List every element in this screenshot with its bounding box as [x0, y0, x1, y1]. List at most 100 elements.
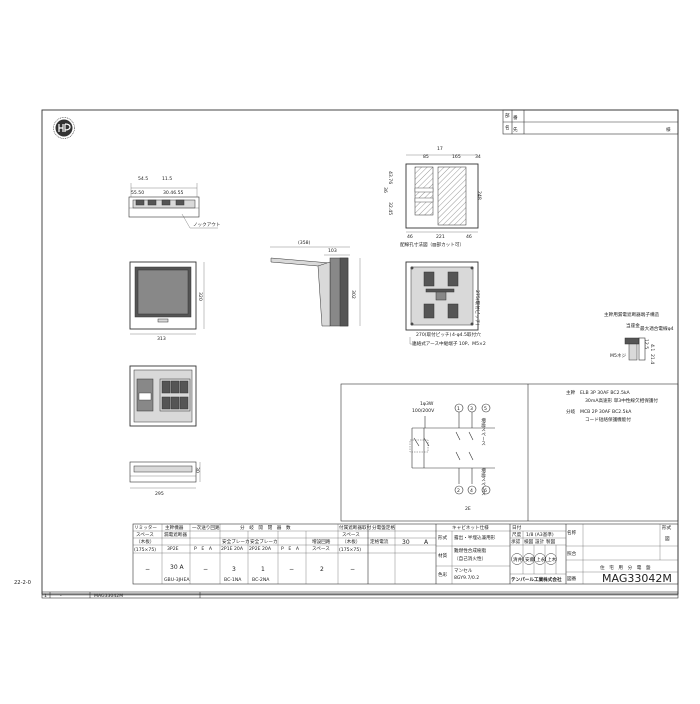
ko-dim-46b: 46 — [466, 234, 472, 240]
th-limiter-sub: スペース — [136, 532, 154, 538]
val-main: 30 A — [170, 564, 185, 571]
circuit-voltage: 100/200V — [412, 408, 435, 414]
th-main-code: 3P2E — [167, 546, 179, 552]
spec-text: 主幹 ELB 3P 30AF BC2.5kA 30mA高速形 単3中性線欠相保護… — [566, 389, 658, 423]
th-rated-sub: 定格電流 — [370, 538, 389, 545]
company-name: テンパール工業株式会社 — [511, 576, 562, 583]
val-b3: − — [289, 566, 294, 573]
val-light: − — [203, 566, 208, 573]
terminal-screw: M5ネジ — [610, 353, 626, 359]
th-b2-code: 2P2E 20A — [249, 546, 272, 552]
val-b2-code: BC-2NA — [252, 577, 270, 583]
bottom-strip-code: MAG33042M — [94, 593, 123, 599]
side-view: (358) 103 302 — [270, 240, 361, 327]
ko-dim-46a: 46 — [407, 234, 413, 240]
cab-type-value: 露出・半埋込兼用形 — [454, 534, 496, 541]
th-limiter: リミッター — [134, 524, 157, 531]
th-b4: 増設回路 — [312, 538, 331, 545]
seal-3: 上永 — [536, 556, 546, 563]
cab-type-label: 形式 — [438, 534, 448, 541]
bottom-width: 295 — [155, 491, 164, 497]
seal-1-icon — [511, 553, 523, 565]
node-4: 4 — [470, 488, 473, 494]
form-label-2: 図 — [665, 536, 670, 542]
date-label: 日付 — [512, 524, 522, 531]
top-dim-304655: 30.46.55 — [163, 190, 184, 196]
svg-text:様: 様 — [666, 126, 671, 133]
seal-1: 清井 — [513, 556, 523, 563]
th-add: 付属遮断器取付 — [339, 524, 372, 531]
val-b4: 2 — [320, 566, 324, 573]
mount-view: 275(取付ピッチ) 270(取付ピッチ) 4-φ4.5取付穴 連絡式アース中継… — [405, 261, 486, 347]
front-width: 313 — [157, 336, 166, 342]
seal-2: 安藤 — [525, 556, 535, 563]
check-inspect: 検図 — [524, 538, 534, 545]
internal-view — [129, 365, 197, 427]
seal-4-icon — [545, 553, 557, 565]
th-b3: P E A — [281, 546, 300, 552]
th-add-sub2: （木板） — [342, 538, 360, 545]
th-add-sub: スペース — [342, 532, 360, 538]
mount-pitch-h: 270(取付ピッチ) — [416, 331, 452, 338]
mount-pitch-v: 275(取付ピッチ) — [474, 290, 481, 326]
spec-table: リミッター スペース （木板） (175×75) 主幹機器 漏電遮断器 3P2E… — [132, 523, 679, 585]
spec-branch-line2: コード短絡保護機能付 — [585, 416, 631, 423]
th-lightning: 一次送り回路 — [192, 524, 220, 531]
name-label: 名称 — [567, 529, 577, 536]
spec-branch-line1: MCB 2P 30AF BC2.5kA — [580, 409, 632, 415]
spec-main-line1: ELB 3P 30AF BC2.5kA — [580, 390, 631, 396]
th-main: 主幹機器 — [165, 524, 184, 531]
th-branch: 分 岐 開 閉 器 数 — [240, 524, 291, 531]
cab-mat-value2: （自己消火性） — [454, 555, 486, 562]
terminal-detail: 主幹用漏電遮断器端子構造 当座金 最大適合電線φ4 M5ネジ 12.5 4.1 … — [604, 311, 674, 364]
ko-dim-34: 34 — [475, 154, 481, 160]
th-limiter-sub2: （木板） — [136, 538, 154, 545]
svg-text:先: 先 — [513, 126, 518, 133]
figno-label: 図番 — [567, 575, 577, 582]
form-label: 形式 — [662, 524, 672, 531]
node-5: 5 — [484, 406, 487, 412]
check-draft: 製図 — [546, 538, 556, 545]
top-dim-5550: 55.50 — [131, 190, 144, 196]
circuit-source: 1φ3W — [420, 401, 434, 407]
ko-dim-36: 36 — [382, 187, 388, 193]
tempearl-logo — [53, 117, 75, 139]
name-value: 住 宅 用 分 電 盤 — [600, 564, 651, 571]
rated-unit: A — [424, 539, 429, 546]
revision-header: 部 番 名 先 様 — [502, 109, 679, 135]
cab-color-value: マンセル — [454, 568, 473, 574]
terminal-washer: 当座金 — [626, 322, 640, 329]
th-rated: 分電盤定格 — [372, 524, 395, 531]
circuit-diagram: 1φ3W 100/200V 1 3 5 2 4 6 増設スペース 増設スペース … — [409, 401, 495, 512]
top-view: 54.5 11.5 55.50 30.46.55 ノックアウト — [128, 176, 220, 229]
bottom-strip — [41, 591, 679, 599]
th-add-size: (175×75) — [339, 547, 361, 553]
side-height: 302 — [350, 290, 356, 299]
rated-value: 30 — [402, 539, 410, 546]
val-limiter: − — [145, 566, 150, 573]
knockout-label: ノックアウト — [193, 221, 220, 228]
spec-main-label: 主幹 — [566, 389, 576, 396]
spec-box — [340, 383, 679, 522]
terminal-d1: 12.5 — [643, 339, 649, 349]
val-b2: 1 — [261, 566, 265, 573]
side-dim-358: (358) — [298, 240, 311, 246]
node-2: 2 — [457, 488, 460, 494]
val-b1-code: BC-1NA — [224, 577, 242, 583]
node-3: 3 — [470, 406, 473, 412]
add-space-1: 増設スペース — [481, 417, 486, 446]
svg-text:名: 名 — [505, 124, 510, 131]
ref-label: 照合 — [567, 550, 577, 557]
front-view: 320 313 — [129, 261, 205, 342]
ko-dim-17: 17 — [437, 146, 443, 152]
th-limiter-size: (175×75) — [134, 547, 156, 553]
ko-caption: 配線孔寸法図（▨部カット可） — [400, 241, 464, 248]
add-space-2: 増設スペース — [481, 467, 486, 496]
th-cabinet: キャビネット仕様 — [452, 524, 489, 531]
th-pea: P E A — [194, 546, 213, 552]
val-add: − — [350, 566, 355, 573]
scale-value: 1/8 (A3基準) — [526, 531, 554, 538]
bottom-view: 30 295 — [129, 461, 201, 497]
